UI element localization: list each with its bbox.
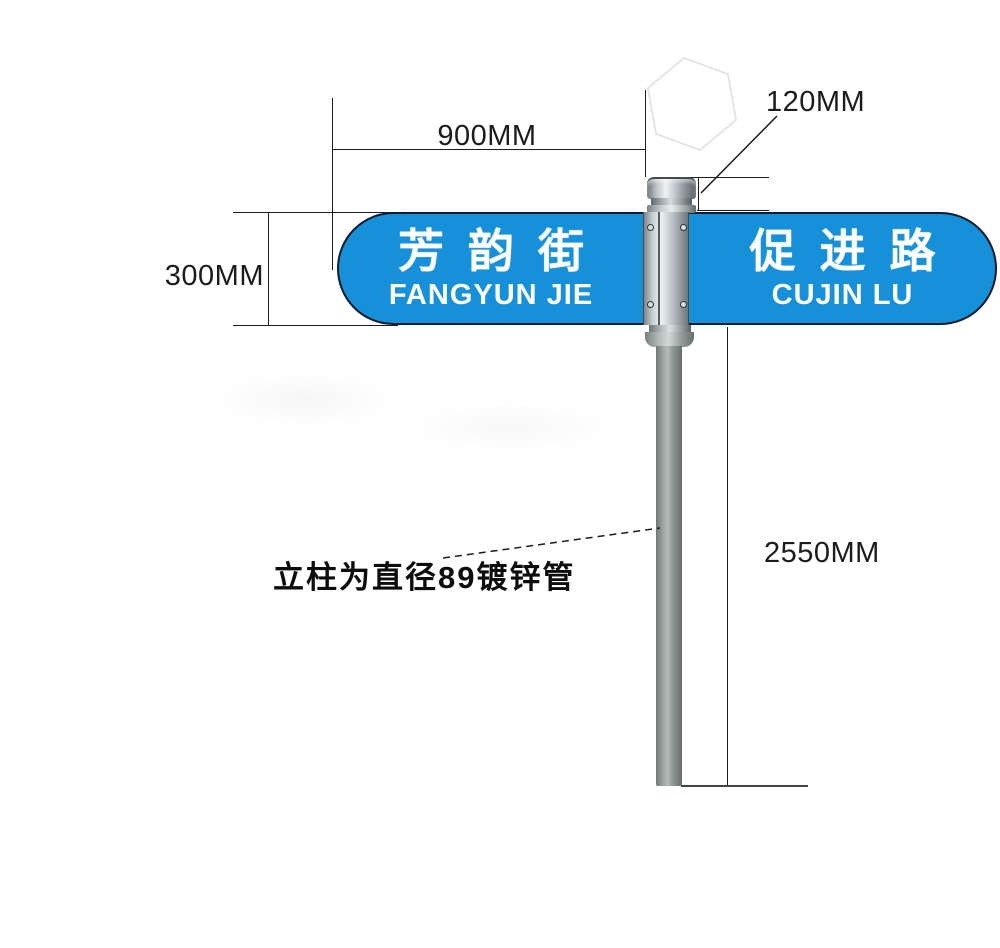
dim-900-line xyxy=(332,149,645,150)
background-smudge xyxy=(400,400,620,455)
sign-right-half: 促进路 CUJIN LU xyxy=(688,214,997,323)
dim-300-line xyxy=(268,212,269,325)
dim-900-extension-right xyxy=(645,90,646,177)
dim-300-extension-top xyxy=(233,212,400,213)
sign-right-chinese-name: 促进路 xyxy=(749,225,960,278)
sign-pole xyxy=(656,346,682,786)
dim-300-label: 300MM xyxy=(164,260,264,292)
dim-120-label: 120MM xyxy=(766,86,866,118)
bolt-icon xyxy=(680,301,687,308)
pole-cap-neck xyxy=(651,198,692,207)
bracket-collar xyxy=(649,325,691,333)
dim-120-line xyxy=(698,177,699,210)
sign-left-pinyin-name: FANGYUN JIE xyxy=(388,278,594,311)
dim-300-extension-bottom xyxy=(233,325,398,326)
background-smudge xyxy=(210,370,400,430)
pole-cap-rim xyxy=(647,205,696,213)
dim-900-extension-left xyxy=(332,98,333,270)
bracket-collar-flare xyxy=(645,332,694,347)
bolt-icon xyxy=(647,301,654,308)
pole-spec-note: 立柱为直径89镀锌管 xyxy=(273,560,576,595)
bolt-icon xyxy=(680,224,687,231)
dim-900-label: 900MM xyxy=(437,120,537,152)
sign-left-half: 芳韵街 FANGYUN JIE xyxy=(339,214,643,323)
sign-right-pinyin-name: CUJIN LU xyxy=(771,278,914,311)
dim-2550-label: 2550MM xyxy=(764,537,880,569)
dim-120-extension-top xyxy=(684,177,769,178)
ground-line xyxy=(681,785,808,787)
bracket-seam xyxy=(658,212,660,325)
dim-2550-line xyxy=(727,327,728,786)
dim-120-leader-line xyxy=(700,115,778,194)
bolt-icon xyxy=(647,224,654,231)
pole-note-leader-line xyxy=(442,527,661,559)
sign-left-chinese-name: 芳韵街 xyxy=(398,225,608,278)
pole-top-cap xyxy=(647,177,696,199)
dim-120-extension-bottom xyxy=(697,210,769,211)
sign-mounting-bracket xyxy=(643,212,689,325)
